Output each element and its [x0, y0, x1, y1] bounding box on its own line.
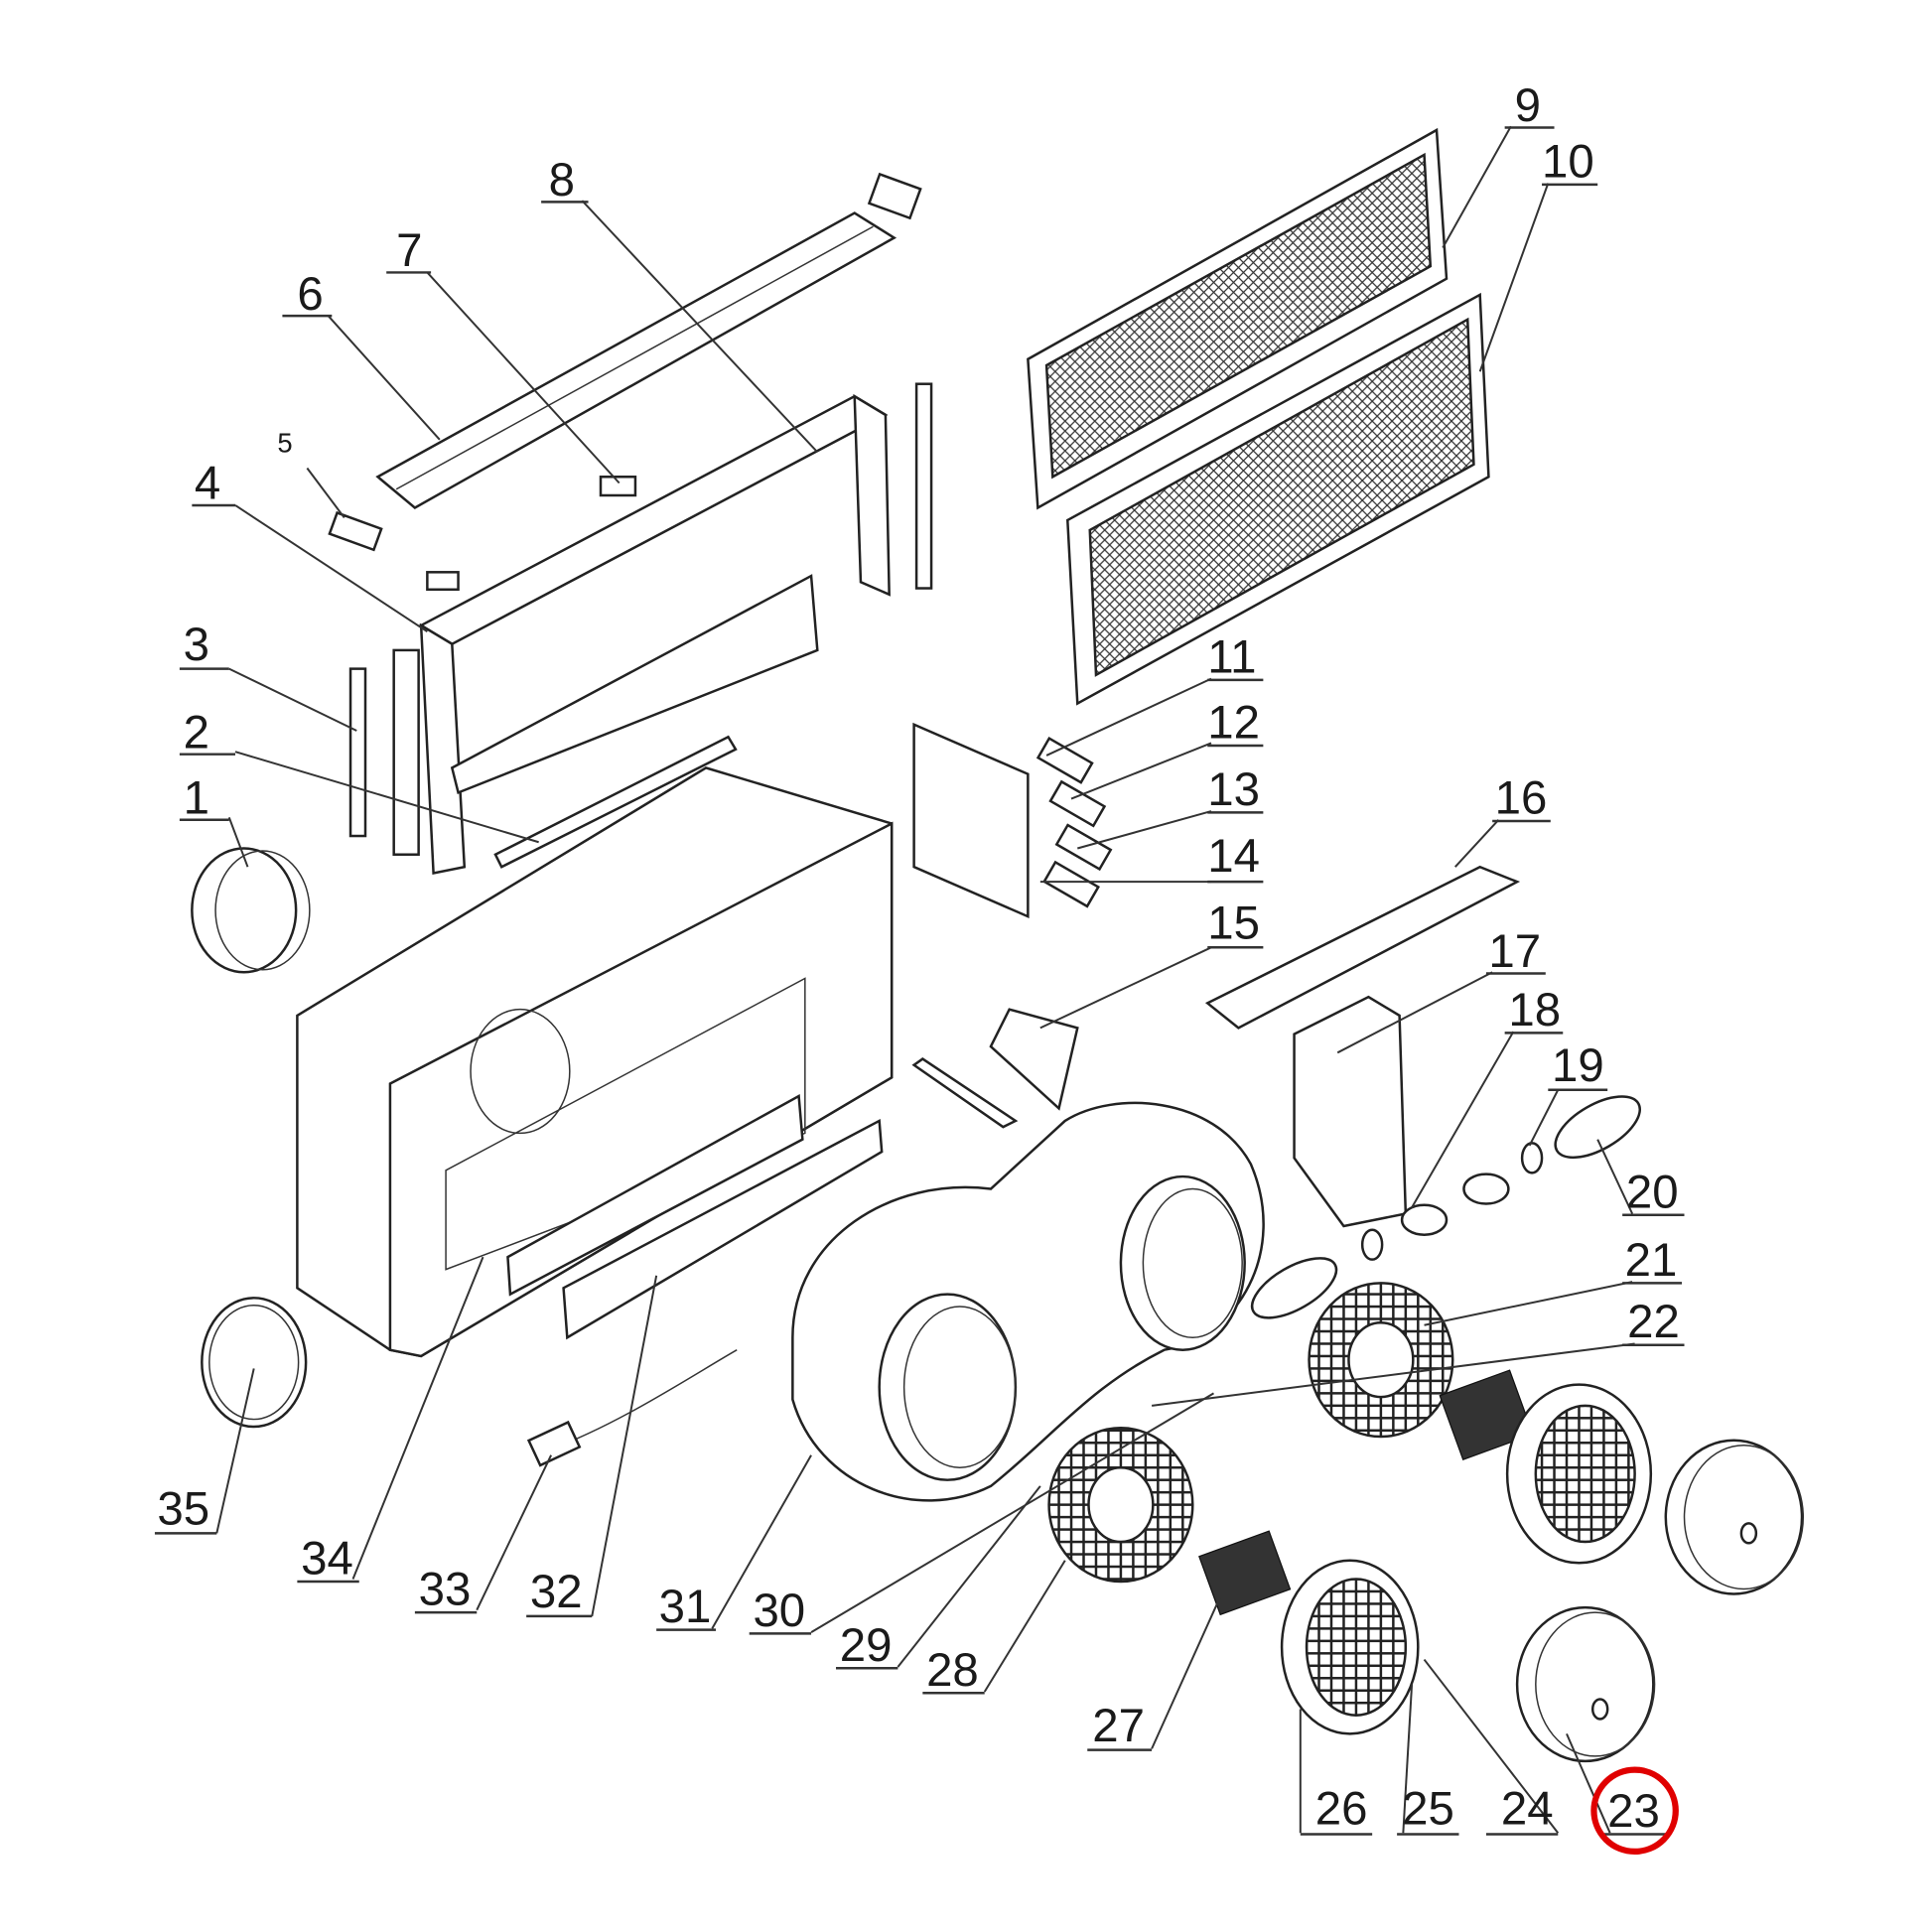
label-6: 6	[297, 268, 323, 321]
label-5: 5	[277, 427, 292, 458]
label-26: 26	[1315, 1782, 1368, 1835]
label-21: 21	[1625, 1234, 1678, 1287]
duct-ring-1	[191, 847, 298, 974]
control-panel	[912, 722, 1030, 919]
label-33: 33	[419, 1564, 472, 1616]
label-34: 34	[301, 1532, 353, 1585]
clip-part	[867, 172, 922, 220]
ring-35	[201, 1297, 308, 1429]
bar-2	[493, 735, 738, 869]
label-8: 8	[549, 154, 575, 207]
label-17: 17	[1488, 925, 1541, 978]
electronics-box-17	[1293, 995, 1408, 1228]
cover-23	[1515, 1605, 1655, 1763]
label-16: 16	[1495, 772, 1548, 825]
label-14: 14	[1207, 830, 1260, 883]
sheet-15	[989, 1008, 1079, 1111]
label-18: 18	[1508, 984, 1561, 1036]
motor-27	[1198, 1530, 1292, 1616]
label-3: 3	[184, 619, 209, 671]
label-20: 20	[1626, 1166, 1679, 1218]
part-labels: 1 2 3 4 5 6 7 8 9 10 11 12 13 14 15 16 1…	[154, 79, 1685, 1838]
label-28: 28	[926, 1644, 979, 1697]
label-30: 30	[753, 1585, 805, 1637]
label-22: 22	[1627, 1296, 1680, 1348]
label-23: 23	[1607, 1785, 1660, 1838]
label-4: 4	[195, 458, 220, 510]
label-25: 25	[1402, 1782, 1454, 1835]
label-12: 12	[1207, 696, 1260, 749]
label-35: 35	[157, 1483, 209, 1536]
cover-upper	[1664, 1439, 1804, 1595]
front-strip-32	[562, 1118, 884, 1340]
label-24: 24	[1501, 1782, 1554, 1835]
label-13: 13	[1207, 763, 1260, 816]
side-strip-3	[348, 667, 367, 838]
label-31: 31	[659, 1581, 712, 1633]
bulb-20	[1554, 1095, 1641, 1160]
label-32: 32	[530, 1566, 583, 1618]
label-1: 1	[184, 772, 209, 825]
label-19: 19	[1552, 1039, 1604, 1092]
label-10: 10	[1542, 135, 1594, 188]
lamp-bracket-16	[1204, 865, 1521, 1030]
power-cable-33	[550, 1349, 738, 1450]
label-29: 29	[840, 1619, 893, 1672]
motor-22	[1439, 1369, 1534, 1460]
label-2: 2	[184, 706, 209, 759]
part-drawings	[191, 127, 1805, 1763]
label-7: 7	[396, 224, 422, 277]
label-27: 27	[1092, 1700, 1145, 1752]
label-15: 15	[1207, 897, 1260, 950]
label-11: 11	[1207, 630, 1256, 683]
label-9: 9	[1515, 79, 1541, 132]
highlight-circle	[1590, 1766, 1679, 1856]
leader-lines	[215, 125, 1635, 1834]
